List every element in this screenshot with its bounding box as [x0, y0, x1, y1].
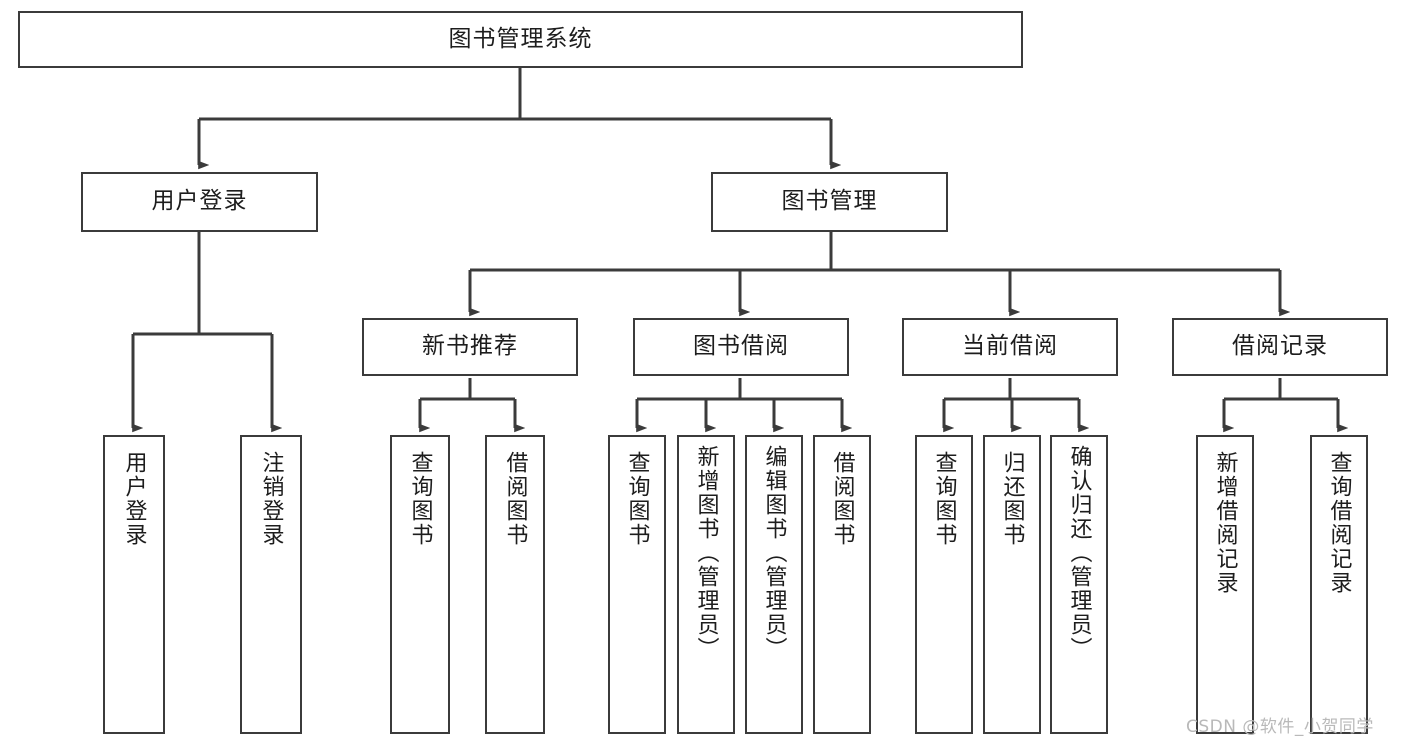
leaf-confirm-return-admin[interactable]: 确认归还（管理员）	[1050, 435, 1108, 734]
node-label: 新书推荐	[422, 333, 518, 360]
leaf-edit-book-admin[interactable]: 编辑图书（管理员）	[745, 435, 803, 734]
node-root-book-management-system[interactable]: 图书管理系统	[18, 11, 1023, 68]
node-label: 借阅图书	[829, 451, 855, 547]
leaf-query-book-current[interactable]: 查询图书	[915, 435, 973, 734]
node-label: 查询图书	[931, 451, 957, 547]
node-user-login[interactable]: 用户登录	[81, 172, 318, 232]
node-label: 查询图书	[624, 451, 650, 547]
node-label: 图书借阅	[693, 333, 789, 360]
leaf-add-book-admin[interactable]: 新增图书（管理员）	[677, 435, 735, 734]
watermark-text: CSDN @软件_小贺同学	[1186, 717, 1374, 737]
node-label: 用户登录	[121, 451, 147, 547]
leaf-return-book[interactable]: 归还图书	[983, 435, 1041, 734]
node-label: 借阅记录	[1232, 333, 1328, 360]
leaf-user-login[interactable]: 用户登录	[103, 435, 165, 734]
node-label: 新增借阅记录	[1212, 451, 1238, 595]
node-label: 用户登录	[151, 188, 248, 215]
leaf-query-book-new-recommendation[interactable]: 查询图书	[390, 435, 450, 734]
leaf-borrow-book-borrowing[interactable]: 借阅图书	[813, 435, 871, 734]
node-new-book-recommendation[interactable]: 新书推荐	[362, 318, 578, 376]
node-label: 编辑图书（管理员）	[761, 445, 787, 661]
leaf-add-borrow-record[interactable]: 新增借阅记录	[1196, 435, 1254, 734]
node-label: 图书管理系统	[448, 25, 593, 52]
node-label: 借阅图书	[502, 451, 528, 547]
node-label: 确认归还（管理员）	[1066, 445, 1092, 661]
node-label: 注销登录	[258, 451, 284, 547]
leaf-borrow-book-new-recommendation[interactable]: 借阅图书	[485, 435, 545, 734]
node-label: 查询图书	[407, 451, 433, 547]
node-book-borrowing[interactable]: 图书借阅	[633, 318, 849, 376]
node-label: 查询借阅记录	[1326, 451, 1352, 595]
node-label: 图书管理	[781, 188, 878, 215]
leaf-query-book-borrowing[interactable]: 查询图书	[608, 435, 666, 734]
node-label: 新增图书（管理员）	[693, 445, 719, 661]
node-label: 归还图书	[999, 451, 1025, 547]
node-label: 当前借阅	[962, 333, 1058, 360]
node-current-borrowing[interactable]: 当前借阅	[902, 318, 1118, 376]
node-book-management[interactable]: 图书管理	[711, 172, 948, 232]
node-borrowing-records[interactable]: 借阅记录	[1172, 318, 1388, 376]
leaf-logout[interactable]: 注销登录	[240, 435, 302, 734]
leaf-query-borrow-record[interactable]: 查询借阅记录	[1310, 435, 1368, 734]
